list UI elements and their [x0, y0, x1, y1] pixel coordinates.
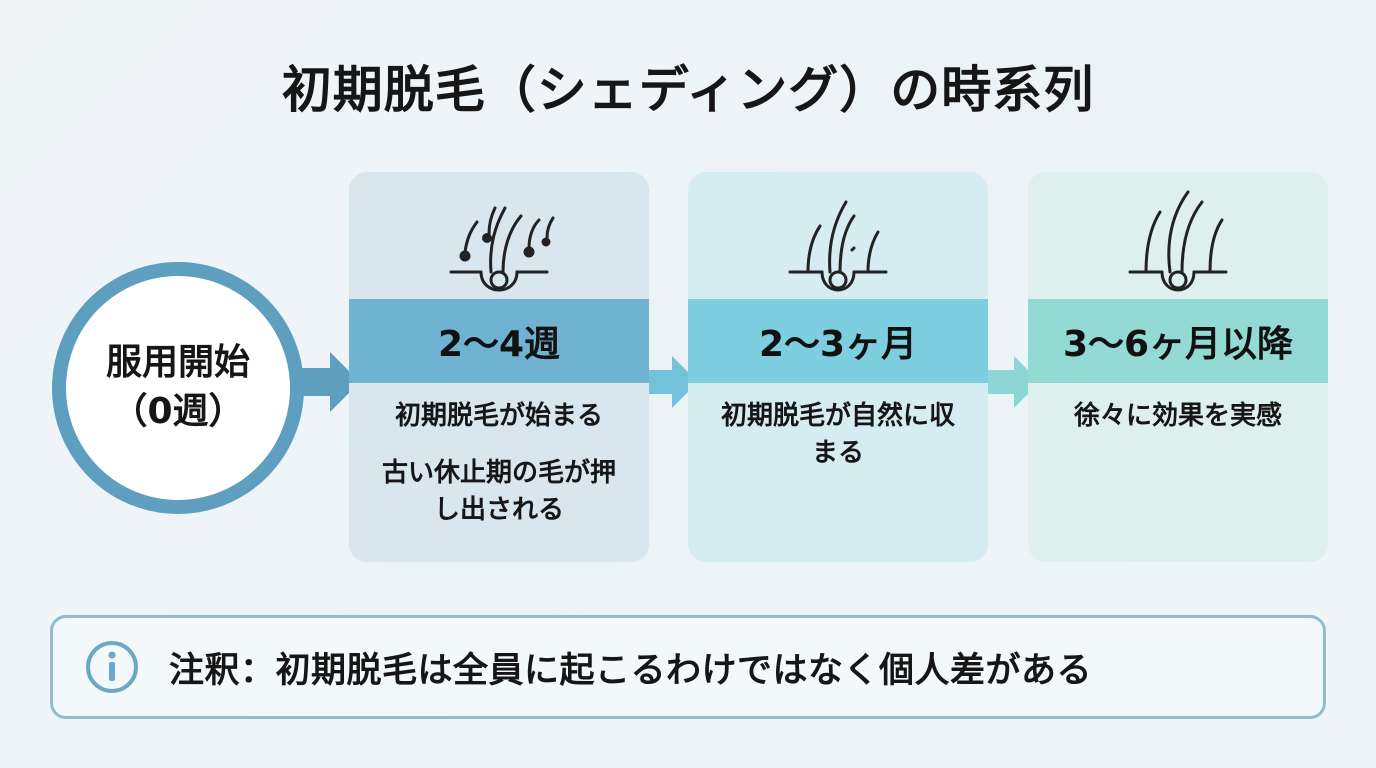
- start-circle: 服用開始 （0週）: [52, 262, 304, 514]
- stage-description: 初期脱毛が始まる: [394, 401, 603, 431]
- stage-description: 初期脱毛が自然に収まる: [720, 401, 955, 468]
- stage-period: 3〜6ヶ月以降: [1028, 299, 1328, 383]
- start-week-label: （0週）: [111, 391, 245, 432]
- stage-period: 2〜4週: [349, 299, 649, 383]
- arrow-right-icon: [982, 356, 1040, 408]
- stage-description: 古い休止期の毛が押し出される: [381, 457, 616, 525]
- arrow-right-icon: [640, 356, 698, 408]
- shedding-hair-follicle-icon: [449, 206, 555, 292]
- page-title: 初期脱毛（シェディング）の時系列: [281, 61, 1095, 119]
- note-text: 注釈：初期脱毛は全員に起こるわけではなく個人差がある: [169, 650, 1093, 691]
- stage-card-2: 2〜3ヶ月 初期脱毛が自然に収まる: [688, 172, 988, 562]
- growing-hair-follicle-icon: [1128, 190, 1228, 292]
- info-icon: [86, 641, 138, 693]
- stage-period: 2〜3ヶ月: [688, 299, 988, 383]
- stage-card-3: 3〜6ヶ月以降 徐々に効果を実感: [1028, 172, 1328, 562]
- arrow-right-icon: [290, 352, 360, 412]
- stage-description: 徐々に効果を実感: [1073, 401, 1282, 431]
- stage-card-1: 2〜4週 初期脱毛が始まる 古い休止期の毛が押し出される: [349, 172, 649, 562]
- settling-hair-follicle-icon: [788, 200, 888, 292]
- note-box: 注釈：初期脱毛は全員に起こるわけではなく個人差がある: [50, 615, 1326, 719]
- start-label: 服用開始: [105, 342, 250, 384]
